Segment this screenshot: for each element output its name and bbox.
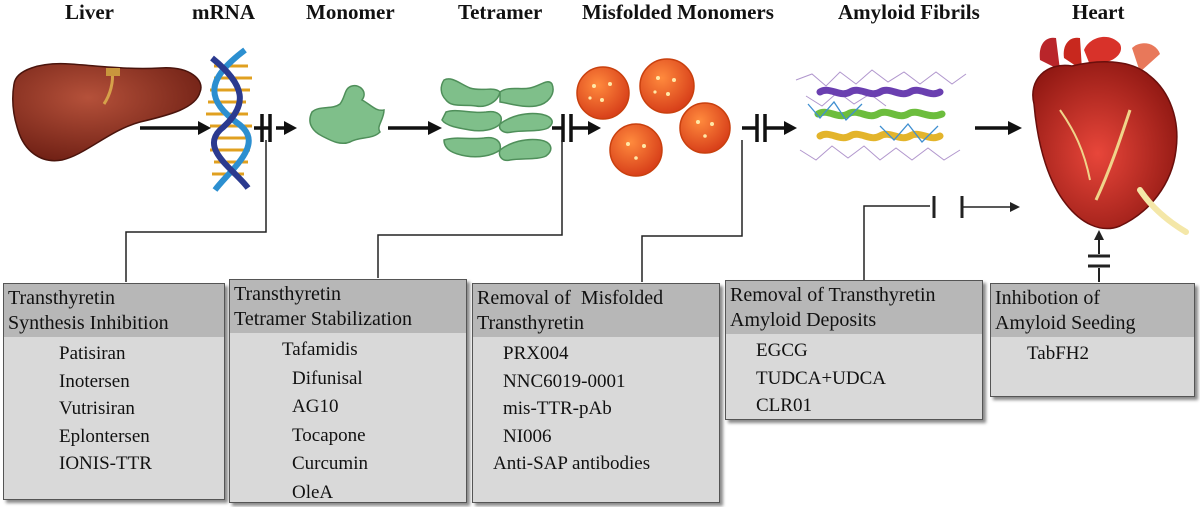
drug-ag10: AG10 (292, 396, 339, 417)
box-synthesis-inhibition: Transthyretin Synthesis Inhibition Patis… (3, 283, 225, 500)
tetramer-illustration (440, 78, 554, 162)
drug-mis-ttr-pab: mis-TTR-pAb (503, 398, 612, 419)
drug-curcumin: Curcumin (292, 453, 368, 474)
drug-ionis-ttr: IONIS-TTR (59, 453, 152, 474)
stage-label-tetramer: Tetramer (458, 0, 543, 24)
drug-anti-sap: Anti-SAP antibodies (493, 453, 651, 474)
drug-olea: OleA (292, 481, 334, 503)
box-removal-deposits-items: EGCG TUDCA+UDCA CLR01 (726, 334, 982, 420)
box-tetramer-stabilization-items: Tafamidis Difunisal AG10 Tocapone Curcum… (230, 333, 466, 507)
box-removal-misfolded-title: Removal of Misfolded Transthyretin (473, 284, 719, 337)
box-amyloid-seeding-items: TabFH2 (991, 337, 1194, 368)
drug-prx004: PRX004 (503, 343, 569, 364)
box-title-line: Amyloid Seeding (995, 312, 1136, 334)
drug-vutrisiran: Vutrisiran (59, 398, 135, 419)
monomer-illustration (309, 84, 385, 145)
drug-ni006: NI006 (503, 425, 552, 447)
stage-label-liver: Liver (65, 0, 114, 24)
drug-clr01: CLR01 (756, 395, 812, 416)
drug-nnc6019: NNC6019-0001 (503, 370, 626, 392)
box-title-line: Synthesis Inhibition (8, 312, 169, 334)
stage-label-misfolded: Misfolded Monomers (582, 0, 774, 24)
box-title-line: Inhibotion of (995, 287, 1100, 309)
amyloid-fibrils-illustration (795, 69, 967, 161)
pathway-arrows (140, 114, 1022, 142)
box-title-line: Transthyretin (477, 312, 585, 334)
liver-illustration (12, 62, 202, 162)
drug-tocapone: Tocapone (292, 424, 366, 446)
drug-patisiran: Patisiran (59, 343, 126, 364)
box-title-line: Amyloid Deposits (730, 309, 877, 331)
box-tetramer-stabilization: Transthyretin Tetramer Stabilization Taf… (229, 279, 467, 503)
drug-egcg: EGCG (756, 340, 808, 361)
drug-inotersen: Inotersen (59, 370, 130, 392)
heart-illustration (1032, 36, 1189, 235)
box-amyloid-seeding: Inhibotion of Amyloid Seeding TabFH2 (990, 283, 1195, 397)
connector-arrowheads (1010, 202, 1020, 212)
box-removal-deposits: Removal of Transthyretin Amyloid Deposit… (725, 280, 983, 420)
stage-label-heart: Heart (1072, 0, 1125, 24)
drug-difunisal: Difunisal (292, 367, 363, 389)
misfolded-monomers-illustration (576, 58, 731, 177)
box-title-line: Removal of Transthyretin (730, 284, 936, 306)
box-removal-misfolded-items: PRX004 NNC6019-0001 mis-TTR-pAb NI006 An… (473, 337, 719, 478)
mrna-helix-illustration (206, 47, 252, 192)
drug-tabfh2: TabFH2 (1027, 343, 1090, 364)
seeding-inhibition-arrow (1088, 230, 1110, 282)
box-synthesis-inhibition-items: Patisiran Inotersen Vutrisiran Eplonters… (4, 337, 224, 478)
drug-eplontersen: Eplontersen (59, 425, 150, 447)
box-tetramer-stabilization-title: Transthyretin Tetramer Stabilization (230, 280, 466, 333)
box-title-line: Transthyretin (234, 283, 342, 305)
stage-label-monomer: Monomer (306, 0, 395, 24)
box-removal-misfolded: Removal of Misfolded Transthyretin PRX00… (472, 283, 720, 503)
connector-lines (125, 140, 1012, 282)
stage-label-mrna: mRNA (192, 0, 255, 24)
box-title-line: Transthyretin (8, 287, 116, 309)
drug-tudca-udca: TUDCA+UDCA (756, 367, 886, 389)
box-title-line: Tetramer Stabilization (234, 308, 412, 330)
stage-label-fibrils: Amyloid Fibrils (838, 0, 980, 24)
box-title-line: Removal of Misfolded (477, 287, 664, 309)
box-synthesis-inhibition-title: Transthyretin Synthesis Inhibition (4, 284, 224, 337)
box-removal-deposits-title: Removal of Transthyretin Amyloid Deposit… (726, 281, 982, 334)
box-amyloid-seeding-title: Inhibotion of Amyloid Seeding (991, 284, 1194, 337)
drug-tafamidis: Tafamidis (282, 339, 358, 360)
